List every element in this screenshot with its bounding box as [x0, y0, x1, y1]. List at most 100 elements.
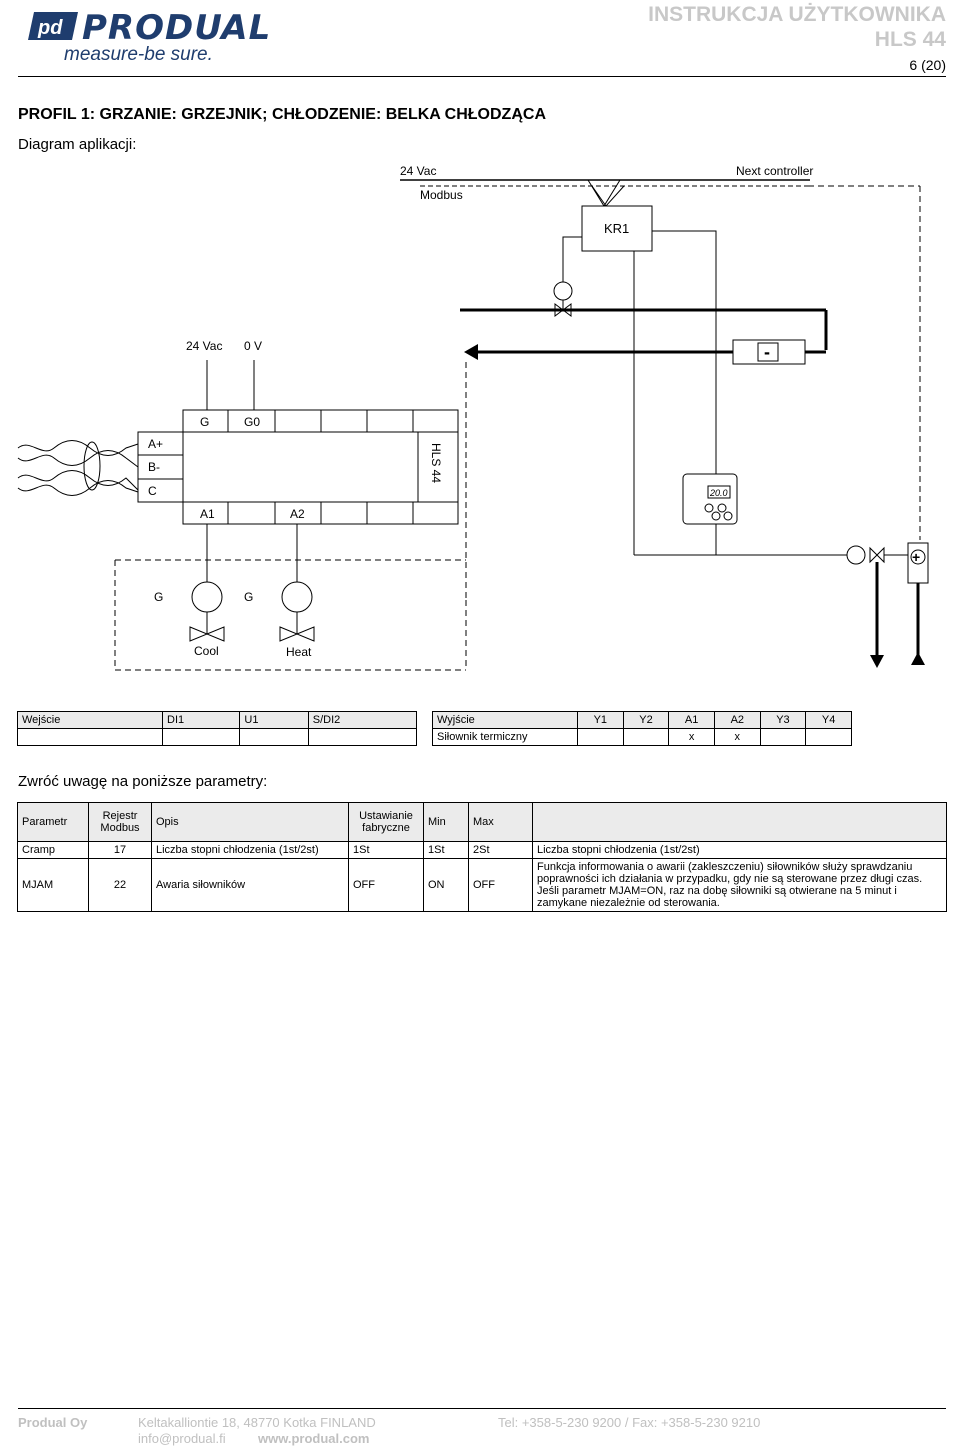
cool-label: Cool: [194, 644, 219, 658]
outputs-cell: [577, 728, 624, 746]
device-label: HLS 44: [429, 443, 443, 483]
inputs-header-cell: Wejście: [17, 711, 163, 729]
param-cell: 1St: [348, 841, 424, 859]
produal-logo-icon: pd: [28, 12, 78, 40]
outputs-cell: x: [713, 728, 761, 746]
heating-pipe-arrow-up: [911, 652, 925, 665]
logo-tagline: measure-be sure.: [64, 44, 213, 65]
heating-valve-body: [869, 546, 885, 564]
footer-company: Produal Oy: [18, 1415, 88, 1430]
display-plus-button: [717, 503, 727, 513]
footer-email[interactable]: info@produal.fi: [138, 1431, 226, 1446]
outputs-header-cell: Wyjście: [432, 711, 578, 729]
profile-title: PROFIL 1: GRZANIE: GRZEJNIK; CHŁODZENIE:…: [18, 106, 546, 123]
param-cell: 1St: [423, 841, 469, 859]
model-name: HLS 44: [874, 28, 946, 51]
heating-pipe-arrow-down: [870, 655, 884, 668]
inputs-header-cell: U1: [239, 711, 309, 729]
footer-phone: Tel: +358-5-230 9200 / Fax: +358-5-230 9…: [498, 1415, 761, 1430]
table-row: MJAM 22 Awaria siłowników OFF ON OFF Fun…: [17, 858, 947, 912]
outputs-cell: [622, 728, 670, 746]
param-cell: Funkcja informowania o awarii (zakleszcz…: [532, 858, 947, 912]
param-cell: Cramp: [17, 841, 89, 859]
param-cell: Awaria siłowników: [151, 858, 349, 912]
outputs-header-cell: Y2: [622, 711, 670, 729]
heat-label: Heat: [286, 645, 312, 659]
heat-valve-actuator: [281, 581, 313, 613]
param-header-cell: Rejestr Modbus: [88, 802, 152, 842]
footer-divider: [18, 1408, 946, 1409]
param-cell: Liczba stopni chłodzenia (1st/2st): [151, 841, 349, 859]
logo-text: PRODUAL: [82, 8, 272, 48]
outputs-header-cell: A2: [713, 711, 761, 729]
terminal-a1-label: A1: [200, 507, 215, 521]
inputs-cell: [239, 728, 309, 746]
kr1-label: KR1: [604, 221, 629, 236]
terminal-b-minus-label: B-: [148, 460, 160, 474]
table-row: Cramp 17 Liczba stopni chłodzenia (1st/2…: [17, 841, 947, 859]
footer-address: Keltakalliontie 18, 48770 Kotka FINLAND: [138, 1415, 376, 1430]
plus-label: +: [912, 549, 920, 565]
page-number: 6 (20): [909, 57, 946, 73]
terminal-g-label: G: [200, 415, 209, 429]
outputs-cell: x: [668, 728, 715, 746]
param-header-cell: Max: [468, 802, 533, 842]
param-cell: MJAM: [17, 858, 89, 912]
document-title: INSTRUKCJA UŻYTKOWNIKA: [648, 3, 946, 26]
param-cell: Liczba stopni chłodzenia (1st/2st): [532, 841, 947, 859]
param-cell: 17: [88, 841, 152, 859]
header-divider: [18, 76, 946, 77]
param-cell: 2St: [468, 841, 533, 859]
param-header-cell: Opis: [151, 802, 349, 842]
outputs-header-cell: Y1: [577, 711, 624, 729]
supply-0v-label: 0 V: [244, 339, 262, 353]
kr1-box: [581, 205, 653, 252]
outputs-cell: [805, 728, 852, 746]
param-header-cell: [532, 802, 947, 842]
param-cell: 22: [88, 858, 152, 912]
display-value: 20.0: [709, 488, 728, 498]
outputs-header-cell: Y4: [805, 711, 852, 729]
display-mode-button: [711, 511, 721, 521]
bus-modbus-label: Modbus: [420, 188, 463, 202]
terminal-a2-label: A2: [290, 507, 305, 521]
inputs-cell: [307, 728, 418, 746]
param-header-cell: Ustawianie fabryczne: [348, 802, 424, 842]
cool-valve-actuator: [191, 581, 223, 613]
display-fan-button: [723, 511, 733, 521]
param-header-cell: Min: [423, 802, 469, 842]
outputs-header-cell: Y3: [759, 711, 807, 729]
produal-logo: pd PRODUAL measure-be sure.: [28, 6, 272, 68]
svg-text:pd: pd: [37, 17, 63, 39]
minus-icon: [757, 342, 779, 362]
minus-label: -: [764, 342, 770, 362]
outputs-header-cell: A1: [668, 711, 715, 729]
inputs-table: Wejście DI1 U1 S/DI2: [17, 711, 418, 746]
inputs-header-cell: S/DI2: [307, 711, 418, 729]
supply-24vac-label: 24 Vac: [186, 339, 222, 353]
hls44-controller: G G0 A+ B- C HLS 44 A1 A2: [137, 409, 459, 525]
terminal-c-label: C: [148, 484, 157, 498]
terminal-a-plus-label: A+: [148, 437, 163, 451]
kr1-bus-taps: [587, 179, 625, 207]
outputs-cell: [759, 728, 807, 746]
heating-valve-actuator: [846, 545, 866, 565]
diagram-label: Diagram aplikacji:: [18, 136, 137, 153]
footer-website[interactable]: www.produal.com: [258, 1431, 370, 1446]
kr1-valve-actuator: [553, 281, 573, 301]
heat-valve-g-label: G: [244, 590, 253, 604]
inputs-cell: [161, 728, 241, 746]
display-minus-button: [704, 503, 714, 513]
kr1-wire-left: [562, 236, 582, 282]
parameters-note: Zwróć uwagę na poniższe parametry:: [18, 773, 268, 790]
cooling-pipe-arrow: [464, 344, 478, 360]
inputs-header-cell: DI1: [161, 711, 241, 729]
room-display-unit: 20.0: [682, 473, 738, 525]
bus-24vac-label: 24 Vac: [400, 164, 436, 178]
terminal-g0-label: G0: [244, 415, 260, 429]
param-header-cell: Parametr: [17, 802, 89, 842]
application-diagram: 24 Vac Modbus Next controller KR1 - 24 V…: [17, 164, 929, 671]
plus-icon: [910, 549, 926, 565]
param-cell: OFF: [468, 858, 533, 912]
param-cell: ON: [423, 858, 469, 912]
